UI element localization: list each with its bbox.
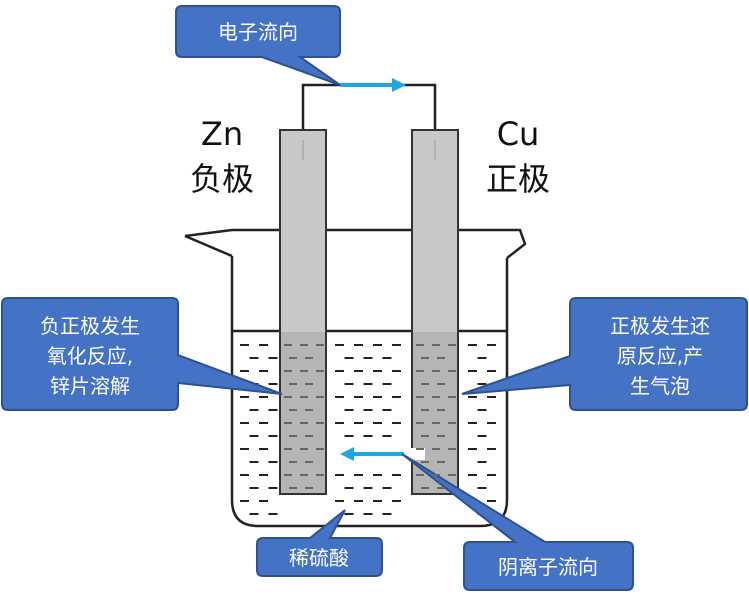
anion-flow-callout: 阴离子流向	[401, 453, 634, 591]
beaker-rim	[184, 228, 527, 259]
negative-line-1: 负正极发生	[40, 314, 140, 338]
beaker-body	[230, 256, 509, 528]
positive-line-1: 正极发生还	[610, 314, 710, 338]
anion-flow-arrow	[335, 447, 425, 461]
negative-line-2: 氧化反应,	[47, 344, 133, 368]
electrolyte-solution	[240, 344, 496, 515]
zn-role-label: 负极	[190, 160, 254, 198]
positive-line-3: 生气泡	[630, 374, 690, 398]
cu-role-label: 正极	[486, 160, 550, 198]
external-wire	[301, 83, 437, 130]
zn-name-label: Zn	[201, 115, 243, 153]
positive-reaction-callout: 正极发生还 原反应,产 生气泡	[461, 297, 748, 411]
electron-flow-callout: 电子流向	[175, 5, 341, 86]
beaker-spout	[184, 234, 233, 258]
negative-line-3: 锌片溶解	[50, 374, 130, 398]
positive-line-2: 原反应,产	[617, 344, 703, 368]
negative-reaction-callout: 负正极发生 氧化反应, 锌片溶解	[1, 297, 283, 411]
electrolyte-callout: 稀硫酸	[256, 509, 383, 577]
anion-flow-label: 阴离子流向	[498, 555, 598, 579]
cu-electrode	[411, 129, 459, 495]
electron-flow-label: 电子流向	[218, 20, 298, 44]
zn-electrode	[279, 129, 327, 495]
electrolyte-label: 稀硫酸	[289, 546, 349, 570]
cu-name-label: Cu	[497, 115, 540, 153]
electron-flow-arrow	[340, 78, 406, 92]
